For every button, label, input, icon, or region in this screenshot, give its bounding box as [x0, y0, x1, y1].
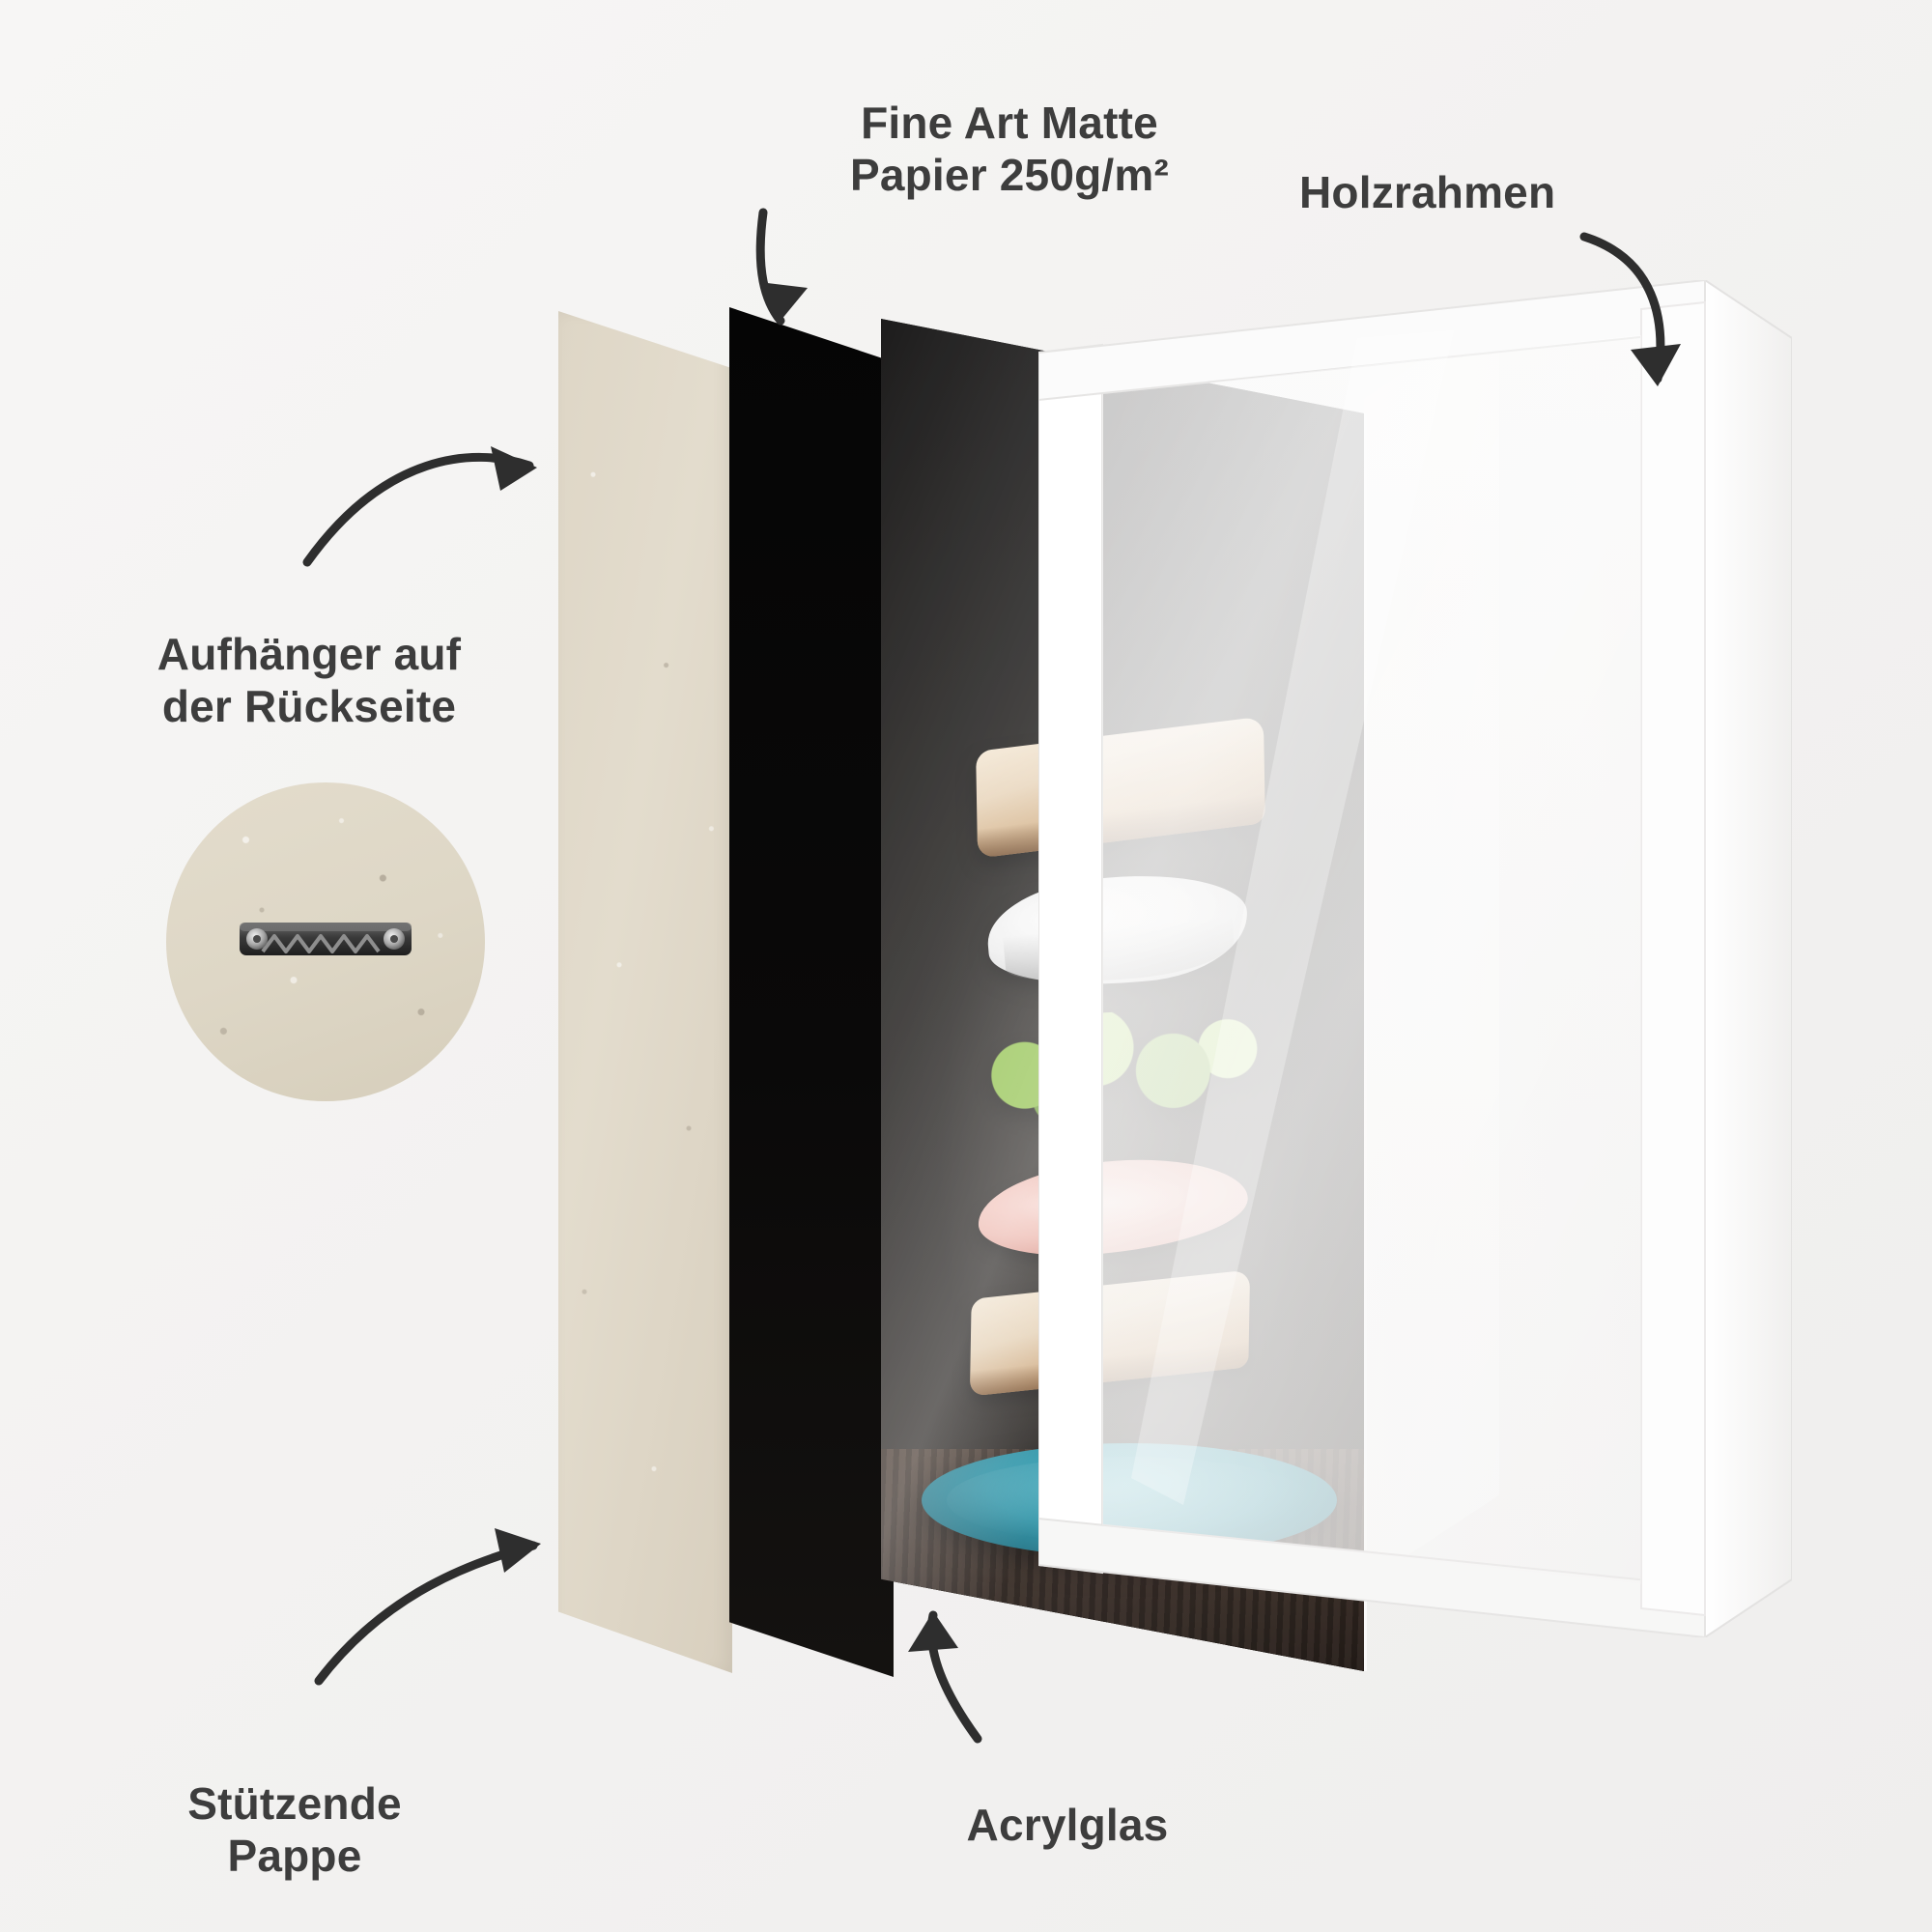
acrylic-glass-extension: [1364, 309, 1499, 1584]
hanger-detail-circle: [166, 782, 485, 1101]
arrowhead-frame: [1631, 344, 1681, 386]
layer-cardboard: [558, 311, 732, 1673]
arrow-paper: [755, 208, 785, 326]
arrowhead-cardboard-bottom: [495, 1528, 541, 1573]
arrow-cardboard-bottom: [314, 1541, 538, 1686]
arrowhead-cardboard-top: [491, 446, 537, 491]
layer-fine-art-print: [729, 307, 894, 1677]
hanger-hardware-icon: [240, 923, 412, 955]
cardboard-face: [558, 311, 732, 1673]
label-acrylic-glass: Acrylglas: [966, 1800, 1169, 1850]
artwork-photo: [881, 319, 1364, 1671]
arrow-acrylic: [926, 1610, 982, 1744]
frame-right-depth: [1704, 280, 1792, 1637]
arrow-frame: [1579, 232, 1665, 384]
arrowhead-acrylic: [908, 1611, 958, 1652]
frame-rail-right: [1640, 300, 1706, 1617]
label-hanger: Aufhänger auf der Rückseite: [156, 629, 462, 732]
label-wooden-frame: Holzrahmen: [1299, 167, 1556, 217]
print-face: [729, 307, 894, 1677]
arrow-cardboard-top: [302, 452, 534, 567]
label-cardboard: Stützende Pappe: [187, 1778, 402, 1882]
teal-plate: [922, 1443, 1337, 1557]
label-fine-art-paper: Fine Art Matte Papier 250g/m²: [849, 98, 1170, 201]
lettuce-leaf: [953, 1004, 1268, 1127]
